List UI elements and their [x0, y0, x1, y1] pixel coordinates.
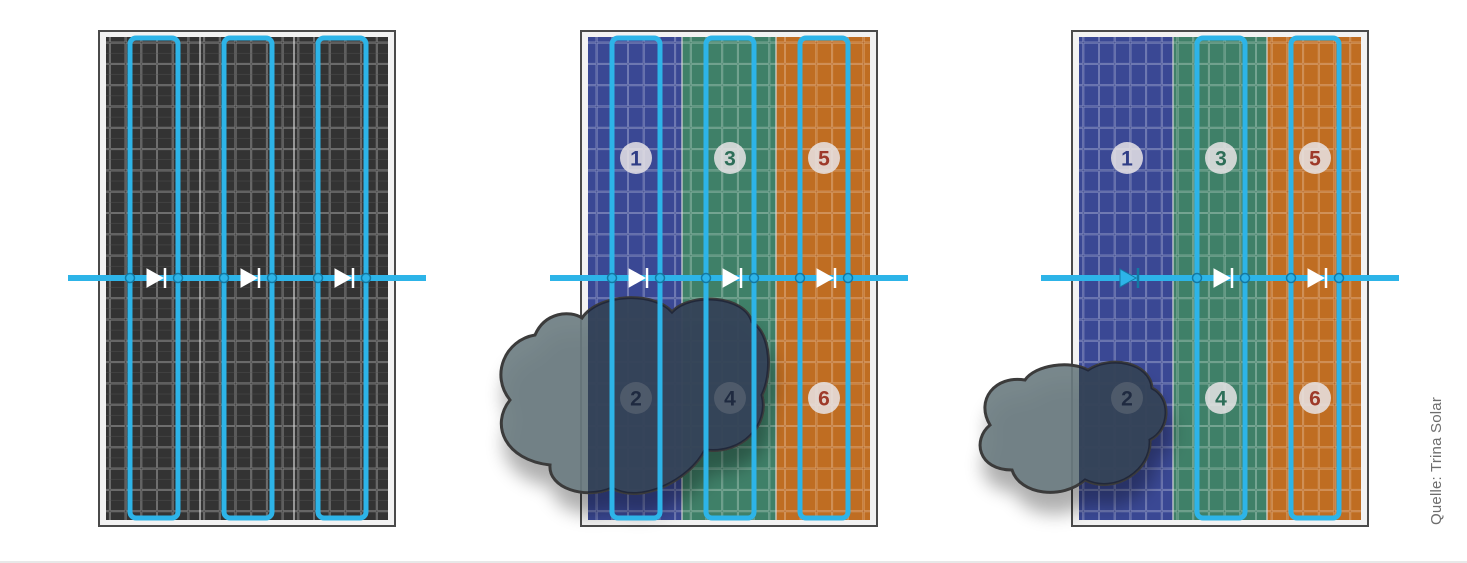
- substring-label-badge: [1111, 142, 1143, 174]
- substring-label-1: 1: [1121, 148, 1133, 171]
- junction-dot: [360, 272, 372, 284]
- substring-label-badge: [714, 382, 746, 414]
- junction-dot: [794, 272, 806, 284]
- junction-dot: [1285, 272, 1297, 284]
- diode-icon: [240, 268, 259, 288]
- substring-label-3: 3: [1215, 148, 1227, 171]
- diode-icon: [146, 268, 165, 288]
- junction-dot: [606, 272, 618, 284]
- substring-label-badge: [808, 382, 840, 414]
- junction-dot: [124, 272, 136, 284]
- cloud-overlay: [1079, 362, 1166, 485]
- diode-icon: [816, 268, 835, 288]
- cloud-overlay: [588, 297, 769, 494]
- junction-dot: [654, 272, 666, 284]
- junction-dot: [1191, 272, 1203, 284]
- junction-dot: [748, 272, 760, 284]
- source-credit: Quelle: Trina Solar: [1428, 396, 1445, 525]
- substring-label-2: 2: [630, 388, 642, 411]
- substring-label-badge: [808, 142, 840, 174]
- substring-label-1: 1: [630, 148, 642, 171]
- substring-label-6: 6: [1309, 388, 1321, 411]
- substring-label-6: 6: [818, 388, 830, 411]
- diode-icon: [722, 268, 741, 288]
- substring-label-4: 4: [1215, 388, 1227, 411]
- substring-label-badge: [620, 382, 652, 414]
- substring-label-badge: [714, 142, 746, 174]
- substring-label-4: 4: [724, 388, 736, 411]
- substring-label-5: 5: [818, 148, 830, 171]
- panel-shaded-small-cloud: 1 2 3 4 5 6: [978, 30, 1399, 527]
- substring-label-badge: [1205, 382, 1237, 414]
- substring-label-badge: [1111, 382, 1143, 414]
- junction-dot: [266, 272, 278, 284]
- junction-dot: [312, 272, 324, 284]
- junction-dot: [1333, 272, 1345, 284]
- substring-label-3: 3: [724, 148, 736, 171]
- diode-icon: [1119, 268, 1138, 288]
- diode-icon: [1307, 268, 1326, 288]
- junction-dot: [172, 272, 184, 284]
- junction-dot: [218, 272, 230, 284]
- substring-label-badge: [620, 142, 652, 174]
- diode-icon: [334, 268, 353, 288]
- junction-dot: [1239, 272, 1251, 284]
- diode-icon: [628, 268, 647, 288]
- panel-unshaded: [68, 30, 426, 527]
- junction-dot: [842, 272, 854, 284]
- substring-label-badge: [1205, 142, 1237, 174]
- diode-icon: [1213, 268, 1232, 288]
- panel-shaded-large-cloud: 1 2 3 4 5 6: [499, 30, 908, 527]
- junction-dot: [700, 272, 712, 284]
- substring-label-5: 5: [1309, 148, 1321, 171]
- substring-label-2: 2: [1121, 388, 1133, 411]
- substring-label-badge: [1299, 382, 1331, 414]
- substring-label-badge: [1299, 142, 1331, 174]
